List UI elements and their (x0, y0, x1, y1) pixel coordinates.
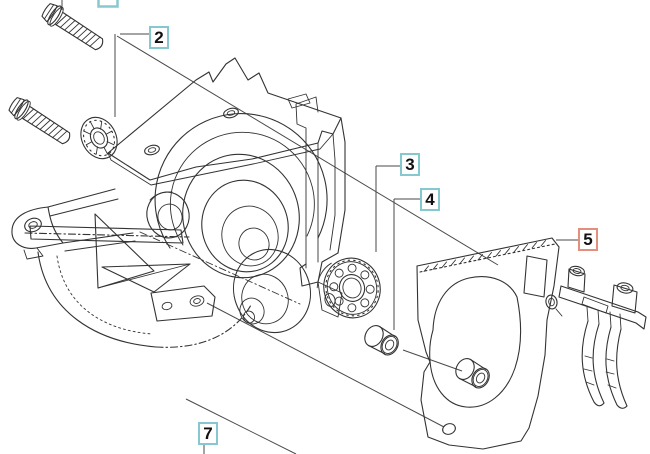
ball-bearing (316, 257, 381, 319)
callout-5[interactable]: 5 (578, 228, 598, 251)
seal-ring (80, 116, 118, 160)
support-bracket (558, 265, 647, 409)
bushing-front (360, 321, 403, 360)
gasket-plate (416, 237, 563, 450)
callout-7[interactable]: 7 (198, 422, 218, 445)
callout-4[interactable]: 4 (420, 188, 440, 211)
callout-1-partial-box[interactable] (97, 0, 119, 8)
leader-lines (61, 0, 578, 454)
screw-upper (38, 0, 108, 56)
callout-3[interactable]: 3 (400, 153, 420, 176)
bushing-rear (451, 354, 494, 393)
crankcase-housing (11, 57, 346, 348)
screw-lower (5, 93, 75, 150)
callout-2[interactable]: 2 (149, 26, 169, 49)
